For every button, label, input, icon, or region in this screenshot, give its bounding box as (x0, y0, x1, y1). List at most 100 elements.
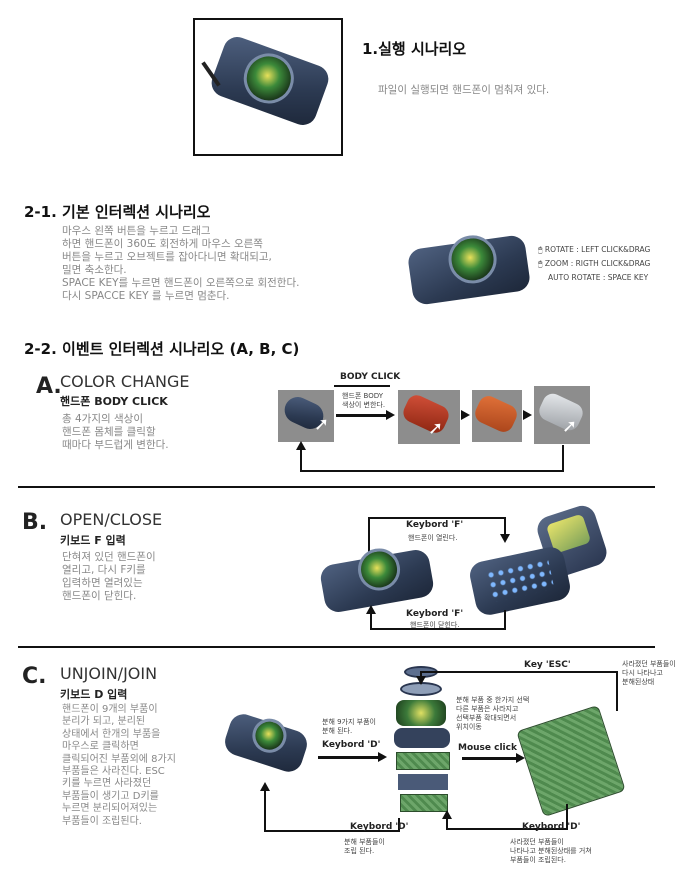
body-click-top-line (334, 385, 390, 387)
legend-zoom: ZOOM : RIGTH CLICK&DRAG (544, 259, 651, 268)
arrow-up-icon (260, 782, 270, 791)
exploded-parts-image (390, 666, 462, 816)
esc-left-line (420, 671, 422, 677)
section-b-sub: 키보드 F 입력 (60, 534, 126, 547)
selected-board-image (516, 704, 626, 818)
phone-open-note: 핸드폰이 열린다. (408, 534, 458, 542)
key-esc-label: Key 'ESC' (524, 660, 571, 670)
keybord-d-split-label: Keybord 'D' (322, 740, 381, 750)
part-board-2 (400, 794, 448, 812)
color-step-red: ➚ (398, 390, 460, 444)
arrow-right-icon (523, 410, 532, 420)
esc-top-line (420, 671, 618, 673)
section-a-sub: 핸드폰 BODY CLICK (60, 395, 168, 408)
phone-close-note: 핸드폰이 닫힌다. (410, 621, 460, 629)
phone-screen-image (236, 46, 301, 111)
keybord-f-close-label: Keybord 'F' (406, 609, 464, 619)
keybord-d-join-label: Keybord 'D' (350, 822, 409, 832)
arrow-right-icon (516, 753, 525, 763)
section-c-sub: 키보드 D 입력 (60, 688, 128, 701)
close-bottom-line (370, 628, 506, 630)
keypad-icon (485, 557, 555, 603)
part-board-1 (396, 752, 450, 770)
arrow-up-icon (366, 605, 376, 614)
esc-note: 사라졌던 부품들이 다시 나타나고 분해된상태 (622, 660, 676, 686)
legend-auto-rotate: AUTO ROTATE : SPACE KEY (548, 273, 649, 282)
section-c-name: UNJOIN/JOIN (60, 664, 158, 683)
cursor-icon: ➚ (562, 416, 578, 437)
section-a-letter: A. (36, 374, 62, 399)
close-left-line (370, 612, 372, 630)
open-phone-keypad-body (467, 544, 573, 618)
body-click-note: 핸드폰 BODY 색상이 변한다. (342, 392, 386, 409)
join-up-line (446, 816, 448, 830)
join-right-line (566, 804, 568, 830)
join-bottom-line (264, 830, 400, 832)
color-step-blue: ➚ (278, 390, 334, 442)
arrow-right-icon (386, 410, 395, 420)
join-note: 분해 부품들이 조립 된다. (344, 838, 385, 855)
loop-bottom-line (300, 470, 564, 472)
open-right-line (504, 517, 506, 535)
section21-title: 2-1. 기본 인터렉션 시나리오 (24, 203, 211, 221)
section-a-desc: 총 4가지의 색상이 핸드폰 몸체를 클릭할 때마다 부드럽게 변한다. (62, 413, 169, 451)
legend-list: 🖱 ROTATE : LEFT CLICK&DRAG 🖱 ZOOM : RIGT… (538, 245, 698, 282)
part-keypad (398, 774, 448, 790)
section22-title: 2-2. 이벤트 인터렉션 시나리오 (A, B, C) (24, 340, 300, 358)
keybord-f-open-label: Keybord 'F' (406, 520, 464, 530)
open-phone-image (467, 502, 612, 618)
open-top-line (368, 517, 506, 519)
loop-left-line (300, 448, 302, 472)
mouse-left-icon: 🖱 (538, 245, 543, 254)
split-note: 분해 9가지 부품이 분해 된다. (322, 718, 376, 735)
arrow-line-a1 (336, 414, 388, 417)
color-step-silver: ➚ (534, 386, 590, 444)
section-a-name: COLOR CHANGE (60, 372, 190, 391)
mouse-click-line (462, 757, 518, 760)
section21-desc: 마우스 왼쪽 버튼을 누르고 드래그 하면 핸드폰이 360도 회전하게 마우스… (62, 225, 300, 302)
section-c-desc: 핸드폰이 9개의 부품이 분리가 되고, 분리된 상태에서 한개의 부품을 마우… (62, 704, 176, 827)
arrow-down-icon (416, 676, 426, 685)
join-parts-line (398, 818, 400, 832)
select-part-note: 분해 부품 중 한가지 선택 다른 부품은 사라지고 선택부품 확대되면서 위치… (456, 696, 530, 731)
divider-b-c (18, 646, 655, 648)
section-b-letter: B. (22, 510, 48, 535)
rotate-phone-image (406, 232, 532, 306)
section1-desc: 파일이 실행되면 핸드폰이 멈춰져 있다. (378, 84, 550, 96)
orange-phone-image (471, 392, 521, 436)
section1-title: 1.실행 시나리오 (362, 40, 467, 58)
closed-phone-c-image (221, 710, 311, 776)
join-bottom-right-line (446, 828, 568, 830)
arrow-down-icon (500, 534, 510, 543)
cursor-icon: ➚ (314, 414, 330, 435)
close-right-line (504, 610, 506, 630)
body-click-label: BODY CLICK (340, 372, 401, 382)
open-left-line (368, 517, 370, 557)
loop-right-line (562, 445, 564, 471)
esc-right-line (616, 671, 618, 711)
legend-rotate: ROTATE : LEFT CLICK&DRAG (544, 245, 651, 254)
join2-note: 사라졌던 부품들이 나타나고 분해된상태를 거쳐 부품들이 조립된다. (510, 838, 592, 864)
run-scenario-image-frame (193, 18, 343, 156)
arrow-right-icon (461, 410, 470, 420)
closed-phone-image (207, 33, 333, 129)
mouse-right-icon: 🖱 (538, 259, 543, 268)
section-c-letter: C. (22, 664, 47, 689)
phone-screen-image (248, 714, 291, 758)
part-screen (396, 700, 446, 726)
arrow-up-icon (442, 810, 452, 819)
divider-a-b (18, 486, 655, 488)
cursor-icon: ➚ (428, 418, 444, 439)
part-shell (394, 728, 450, 748)
red-phone-image (400, 392, 452, 436)
phone-screen-image (445, 232, 500, 287)
arrow-right-icon (378, 752, 387, 762)
split-arrow-line (318, 756, 380, 759)
closed-phone-b-image (318, 545, 436, 615)
section-b-desc: 단혀져 있던 핸드폰이 열리고, 다시 F키를 입력하면 열려있는 핸드폰이 닫… (62, 551, 156, 602)
color-step-orange (471, 390, 522, 442)
silver-phone-image (536, 390, 586, 434)
mouse-click-label: Mouse click (458, 743, 517, 753)
arrow-up-icon (296, 441, 306, 450)
phone-screen-image (354, 545, 404, 594)
